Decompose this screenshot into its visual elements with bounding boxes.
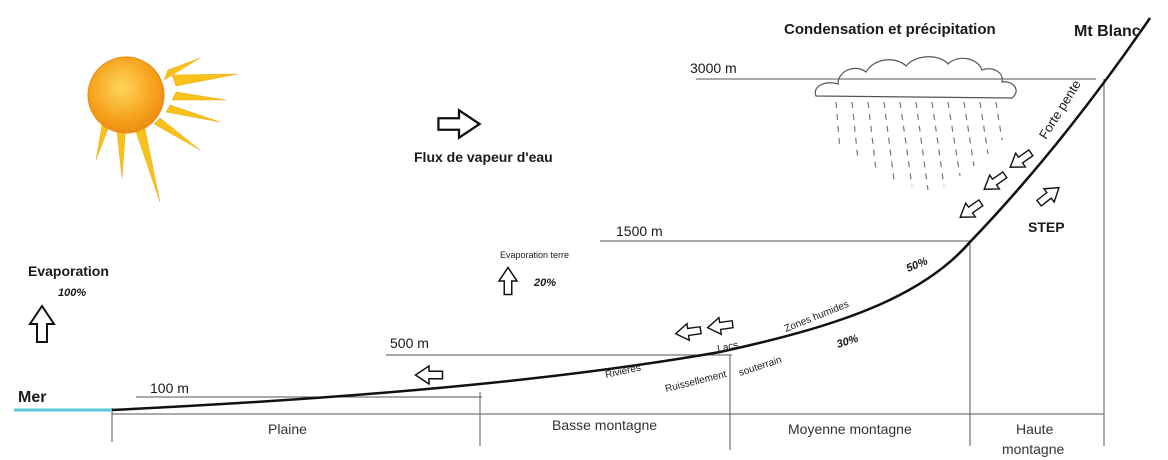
zone-haute-label: Haute: [1016, 421, 1054, 437]
land-evaporation-percent: 20%: [533, 277, 556, 289]
arrow-lake-left-1-icon: [673, 321, 703, 343]
altitude-3000-label: 3000 m: [690, 60, 737, 76]
arrow-slope-down-2-icon: [978, 167, 1011, 197]
vapour-flux-label: Flux de vapeur d'eau: [414, 149, 553, 165]
rain-icon: [835, 101, 1003, 191]
slope-percent: 50%: [905, 255, 930, 274]
step-label: STEP: [1028, 219, 1065, 235]
rivers-label: Rivières: [604, 363, 642, 381]
sun-icon: [87, 56, 239, 203]
arrow-evaporation-up-icon: [29, 305, 55, 343]
title-text: Condensation et précipitation: [784, 21, 996, 38]
evaporation-percent: 100%: [58, 287, 86, 299]
sea-label: Mer: [18, 389, 46, 406]
cloud-icon: [814, 56, 1017, 99]
altitude-100-label: 100 m: [150, 380, 189, 396]
evaporation-label: Evaporation: [28, 263, 109, 279]
zone-basse-montagne-label: Basse montagne: [552, 417, 657, 433]
groundwater-label: souterrain: [738, 355, 784, 379]
wetlands-label: Zones humides: [783, 299, 851, 335]
zone-montagne-label: montagne: [1002, 441, 1064, 457]
summit-label: Mt Blanc: [1074, 23, 1141, 40]
arrow-return-left-icon: [414, 365, 444, 385]
land-evaporation-label: Evaporation terre: [500, 250, 569, 260]
arrow-vapour-flux-right-icon: [437, 109, 481, 139]
zone-plaine-label: Plaine: [268, 421, 307, 437]
terrain-profile: [111, 17, 1152, 412]
zone-moyenne-montagne-label: Moyenne montagne: [788, 421, 912, 437]
zone-dividers: [111, 79, 1105, 450]
slope-label: Forte pente: [1036, 77, 1084, 141]
arrow-lake-left-2-icon: [705, 315, 735, 337]
arrow-step-up-icon: [1033, 180, 1065, 211]
arrow-slope-down-1-icon: [1004, 145, 1037, 175]
altitude-500-label: 500 m: [390, 335, 429, 351]
runoff-label: Ruissellement: [664, 369, 728, 395]
groundwater-percent: 30%: [835, 333, 860, 351]
arrow-slope-down-3-icon: [954, 195, 987, 225]
altitude-1500-label: 1500 m: [616, 223, 663, 239]
arrow-land-evaporation-up-icon: [498, 266, 518, 296]
lakes-label: Lacs: [716, 340, 739, 355]
